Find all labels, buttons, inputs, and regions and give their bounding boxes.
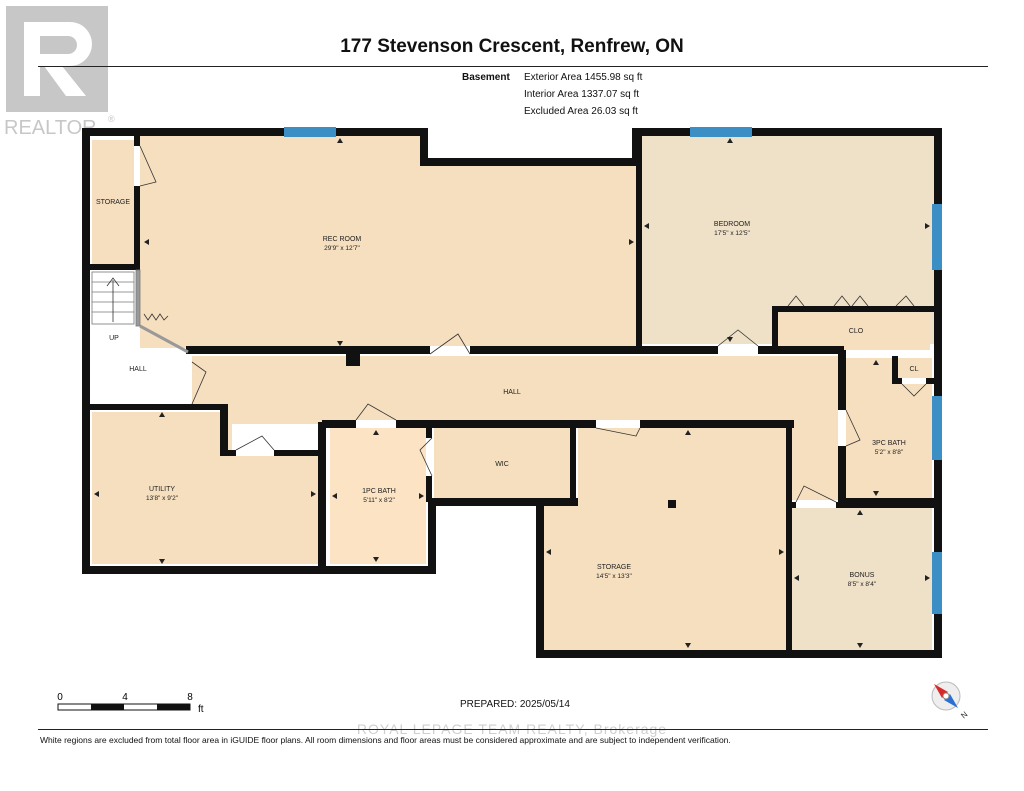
bedroom-fill xyxy=(642,136,934,344)
prepared-date: PREPARED: 2025/05/14 xyxy=(460,699,570,710)
compass-icon: N xyxy=(928,678,974,729)
page-title: 177 Stevenson Crescent, Renfrew, ON xyxy=(340,36,684,57)
realtor-logo-text: REALTOR xyxy=(4,117,97,139)
svg-text:N: N xyxy=(959,710,969,721)
windows xyxy=(284,127,942,614)
realtor-logo-mark: ® xyxy=(108,114,115,124)
room-label-wic: WIC xyxy=(495,461,509,468)
door-swings xyxy=(139,145,927,503)
floor-label: Basement xyxy=(462,72,510,83)
rec-room-fill xyxy=(140,136,636,348)
room-dims-rec-room: 29'9" x 12'7" xyxy=(324,245,360,252)
excluded-area: Excluded Area 26.03 sq ft xyxy=(524,106,638,117)
exterior-area: Exterior Area 1455.98 sq ft xyxy=(524,72,643,83)
room-label-up: UP xyxy=(109,335,119,342)
room-label-storage-top: STORAGE xyxy=(96,199,130,206)
scale-tick-4: 4 xyxy=(122,692,128,703)
room-dims-bonus: 8'5" x 8'4" xyxy=(848,581,877,588)
room-label-bath1: 1PC BATH xyxy=(362,488,396,495)
room-label-clo: CLO xyxy=(849,328,864,335)
room-label-bath3: 3PC BATH xyxy=(872,440,906,447)
footer-divider xyxy=(38,729,988,730)
scale-tick-8: 8 xyxy=(187,692,193,703)
scale-bar: 0 4 8 ft xyxy=(56,690,216,721)
storage-main-fill xyxy=(544,428,786,650)
header-divider xyxy=(38,66,988,67)
hall-main-fill xyxy=(190,356,838,500)
bath1-fill xyxy=(330,428,426,564)
scale-unit: ft xyxy=(198,704,204,715)
room-dims-utility: 13'8" x 9'2" xyxy=(146,495,179,502)
room-dims-bath1: 5'11" x 8'2" xyxy=(363,497,395,504)
room-label-rec-room: REC ROOM xyxy=(323,236,362,243)
walls xyxy=(82,128,942,658)
room-label-utility: UTILITY xyxy=(149,486,175,493)
clo-fill xyxy=(778,314,930,350)
realtor-logo: REALTOR ® xyxy=(0,0,120,140)
room-dims-storage-main: 14'5" x 13'3" xyxy=(596,573,632,580)
stairs-icon xyxy=(91,269,189,354)
footer-disclaimer: White regions are excluded from total fl… xyxy=(40,735,731,745)
utility-fill xyxy=(92,412,318,564)
room-label-cl: CL xyxy=(910,366,919,373)
bonus-fill xyxy=(792,508,932,650)
room-dims-bath3: 5'2" x 8'8" xyxy=(875,449,904,456)
room-label-hall-main: HALL xyxy=(503,389,521,396)
room-label-hall-small: HALL xyxy=(129,366,147,373)
scale-tick-0: 0 xyxy=(57,692,63,703)
room-dims-bedroom: 17'5" x 12'5" xyxy=(714,230,750,237)
room-label-storage-main: STORAGE xyxy=(597,564,631,571)
storage-top-fill xyxy=(92,140,136,264)
interior-area: Interior Area 1337.07 sq ft xyxy=(524,89,640,100)
room-label-bedroom: BEDROOM xyxy=(714,221,750,228)
wic-fill xyxy=(434,428,570,498)
room-label-bonus: BONUS xyxy=(850,572,875,579)
